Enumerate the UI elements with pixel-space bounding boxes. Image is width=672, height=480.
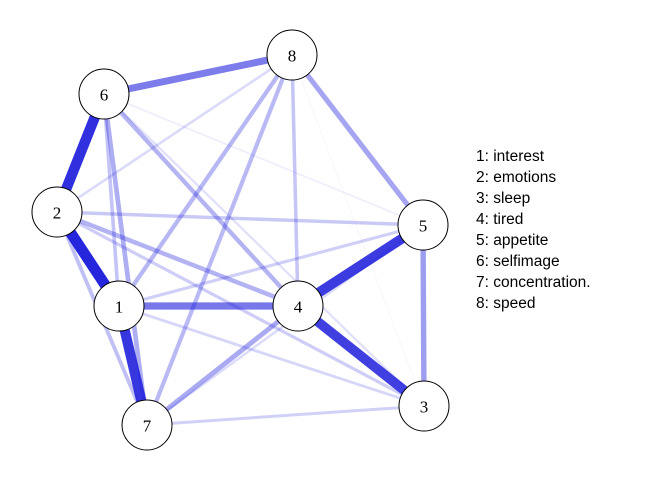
legend-item-2: 2: emotions	[476, 169, 557, 186]
edge-1-3	[118, 304, 425, 408]
legend-item-7: 7: concentration.	[476, 274, 591, 291]
node-label-7: 7	[143, 417, 152, 436]
legend-item-4: 4: tired	[476, 211, 524, 228]
node-circle-2[interactable]	[31, 186, 83, 238]
network-graph-canvas: 1 2 3 4 5 6 7 8	[31, 29, 450, 451]
node-label-4: 4	[294, 298, 303, 317]
node-7[interactable]: 7	[121, 399, 173, 451]
node-circle-4[interactable]	[272, 280, 324, 332]
edge-2-8	[56, 53, 293, 214]
node-3[interactable]: 3	[398, 380, 450, 432]
edge-5-6	[103, 93, 424, 226]
edge-4-8	[290, 54, 300, 307]
edge-1-6	[102, 93, 121, 307]
legend-item-1: 1: interest	[476, 148, 545, 165]
edge-7-8	[145, 54, 294, 426]
edge-4-7	[145, 304, 300, 427]
node-label-2: 2	[53, 204, 62, 223]
node-2[interactable]: 2	[31, 186, 83, 238]
legend-item-5: 5: appetite	[476, 232, 549, 249]
node-circle-6[interactable]	[78, 68, 130, 120]
node-1[interactable]: 1	[93, 280, 145, 332]
node-8[interactable]: 8	[266, 29, 318, 81]
nodes-layer: 1 2 3 4 5 6 7 8	[31, 29, 450, 451]
edges-layer	[52, 51, 428, 427]
node-circle-7[interactable]	[121, 399, 173, 451]
node-label-5: 5	[419, 217, 428, 236]
node-circle-5[interactable]	[397, 199, 449, 251]
edge-5-8	[289, 53, 426, 227]
node-6[interactable]: 6	[78, 68, 130, 120]
edge-3-4	[294, 302, 428, 410]
edge-6-8	[103, 51, 293, 98]
edge-3-5	[420, 224, 427, 407]
node-circle-1[interactable]	[93, 280, 145, 332]
node-circle-8[interactable]	[266, 29, 318, 81]
legend-item-6: 6: selfimage	[476, 253, 560, 270]
edge-1-8	[117, 53, 294, 308]
edge-4-6	[102, 92, 300, 308]
legend-item-8: 8: speed	[476, 295, 536, 312]
node-label-8: 8	[288, 47, 297, 66]
edge-2-4	[56, 209, 299, 309]
edge-2-5	[56, 210, 424, 227]
node-label-3: 3	[420, 398, 429, 417]
node-4[interactable]: 4	[272, 280, 324, 332]
edge-1-5	[118, 223, 424, 308]
legend: 1: interest 2: emotions 3: sleep 4: tired 5:…	[476, 146, 666, 314]
edge-6-7	[101, 93, 150, 426]
node-label-6: 6	[100, 86, 109, 105]
edge-3-7	[146, 404, 425, 427]
node-label-1: 1	[115, 298, 124, 317]
node-5[interactable]: 5	[397, 199, 449, 251]
edge-3-6	[103, 93, 425, 407]
node-circle-3[interactable]	[398, 380, 450, 432]
legend-item-3: 3: sleep	[476, 190, 531, 207]
